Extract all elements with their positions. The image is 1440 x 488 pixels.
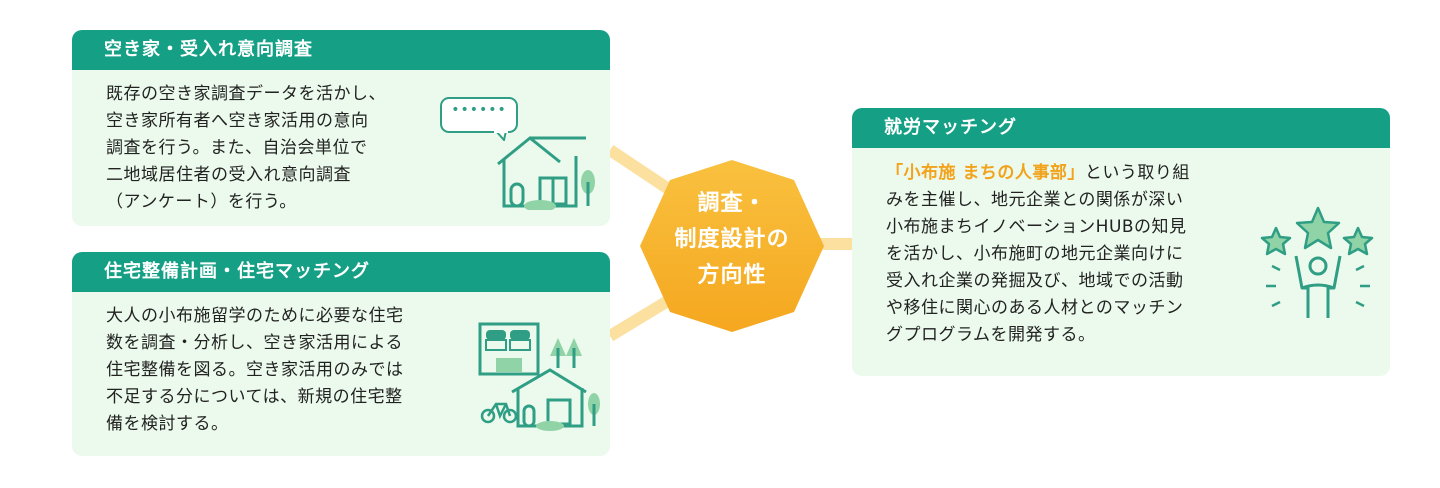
- hub-shape: [640, 160, 824, 332]
- card-body: 「小布施 まちの人事部」という取り組 みを主催し、地元企業との関係が深い 小布施…: [886, 160, 1286, 349]
- speech-bubble-icon: ••••••: [440, 97, 520, 143]
- card-title: 就労マッチング: [852, 108, 1390, 148]
- hub-label: 調査・ 制度設計の 方向性: [638, 186, 826, 294]
- bicycle-icon: [480, 402, 518, 424]
- card-body: 大人の小布施留学のために必要な住宅 数を調査・分析し、空き家活用による 住宅整備…: [106, 306, 404, 434]
- hub-line: 調査・: [697, 191, 767, 216]
- house-icon: [497, 136, 595, 210]
- card-job-matching: 就労マッチング 「小布施 まちの人事部」という取り組 みを主催し、地元企業との関…: [852, 108, 1390, 376]
- hub-line: 制度設計の: [674, 227, 790, 252]
- card-vacant-house-survey: 空き家・受入れ意向調査 既存の空き家調査データを活かし、 空き家所有者へ空き家活…: [72, 30, 610, 226]
- hub-line: 方向性: [697, 263, 767, 288]
- highlight-text: 「小布施 まちの人事部」: [886, 163, 1085, 183]
- person-cheering-icon: [1294, 255, 1342, 318]
- connector-card2: [606, 290, 680, 342]
- bubble-dots: ••••••: [451, 102, 507, 118]
- card-body: 既存の空き家調査データを活かし、 空き家所有者へ空き家活用の意向 調査を行う。ま…: [106, 84, 386, 212]
- connector-card1: [606, 145, 680, 199]
- shop-icon: [478, 322, 600, 431]
- stars-icon: [1260, 206, 1374, 318]
- body-text: という取り組 みを主催し、地元企業との関係が深い 小布施まちイノベーションHUB…: [886, 163, 1190, 345]
- card-title: 空き家・受入れ意向調査: [72, 30, 610, 70]
- card-title: 住宅整備計画・住宅マッチング: [72, 252, 610, 292]
- card-housing-plan: 住宅整備計画・住宅マッチング 大人の小布施留学のために必要な住宅 数を調査・分析…: [72, 252, 610, 456]
- tree-icon: [550, 338, 582, 368]
